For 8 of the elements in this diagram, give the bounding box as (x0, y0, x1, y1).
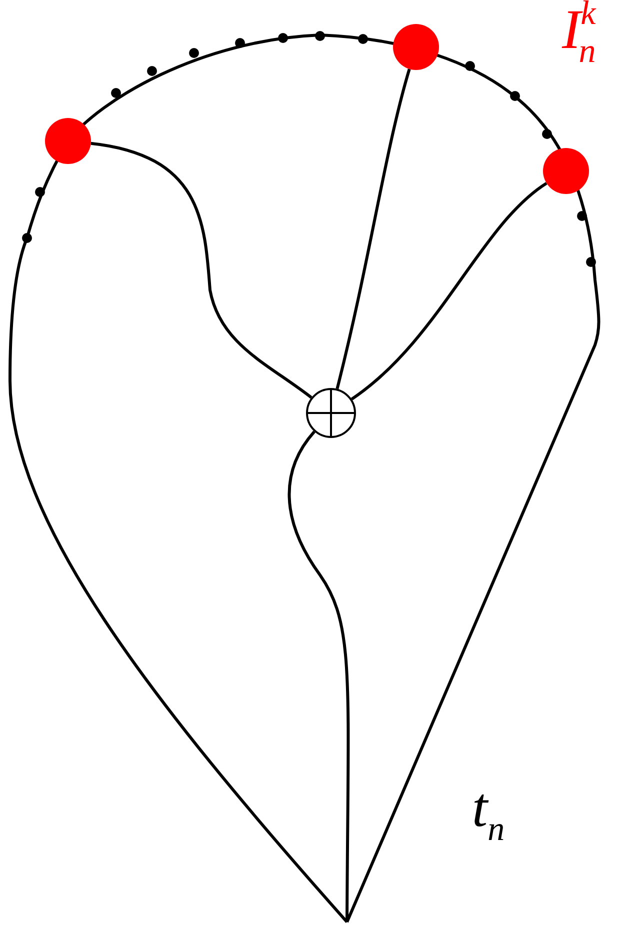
curve (350, 182, 548, 400)
circle-plus-symbol (306, 388, 356, 438)
curve (336, 68, 411, 390)
curve (288, 430, 350, 922)
marked-point (543, 148, 589, 194)
curve (90, 142, 312, 399)
marked-point (45, 118, 91, 164)
marked-point (393, 24, 439, 70)
